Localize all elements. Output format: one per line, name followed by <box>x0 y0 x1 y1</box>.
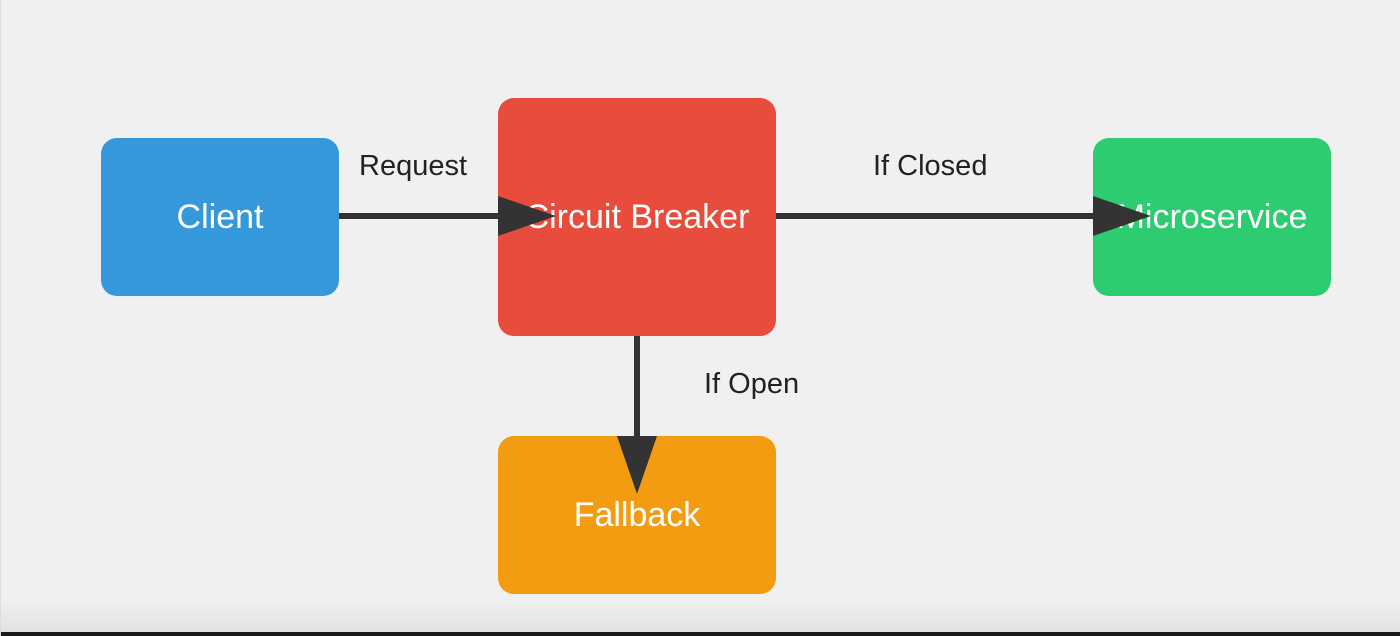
circuit-breaker-label: Circuit Breaker <box>524 197 750 236</box>
fallback-label: Fallback <box>573 495 701 534</box>
client-label: Client <box>176 197 264 236</box>
fallback-node: Fallback <box>498 436 776 594</box>
microservice-label: Microservice <box>1116 197 1308 236</box>
bottom-bar <box>1 632 1400 636</box>
microservice-node: Microservice <box>1093 138 1331 296</box>
bottom-shadow <box>1 598 1400 632</box>
request-edge-label: Request <box>359 150 468 182</box>
client-node: Client <box>101 138 339 296</box>
circuit-breaker-node: Circuit Breaker <box>498 98 776 336</box>
if-open-edge-label: If Open <box>704 368 800 400</box>
if-closed-edge-label: If Closed <box>873 150 988 182</box>
